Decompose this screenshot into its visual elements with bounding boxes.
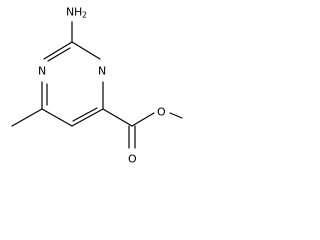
bond-c4-carbonyl-c [102,108,133,127]
ring-nitrogen-left: N [38,65,46,78]
bond-c-ester-o [131,112,155,127]
bond-c2-n1-inner [47,47,71,62]
bond-c4-c5 [71,108,104,127]
bond-c2-n3 [71,41,101,60]
bonds [11,21,183,149]
chemical-structure-diagram: N N N H 2 O O [11,6,183,166]
atom-labels: N N N H 2 O O [36,6,166,166]
amino-hydrogen-count: 2 [82,11,87,20]
bond-c5-c6 [41,108,73,127]
bond-c2-n1 [43,41,73,60]
bond-c6-methyl [11,108,43,127]
carbonyl-oxygen: O [128,153,137,166]
ester-oxygen: O [157,106,166,119]
ring-nitrogen-right: N [98,65,106,78]
amino-nitrogen: N [66,6,74,19]
bond-o-methyl [169,112,183,119]
bond-c4-c5-inner [72,107,98,122]
amino-hydrogen: H [74,6,82,19]
